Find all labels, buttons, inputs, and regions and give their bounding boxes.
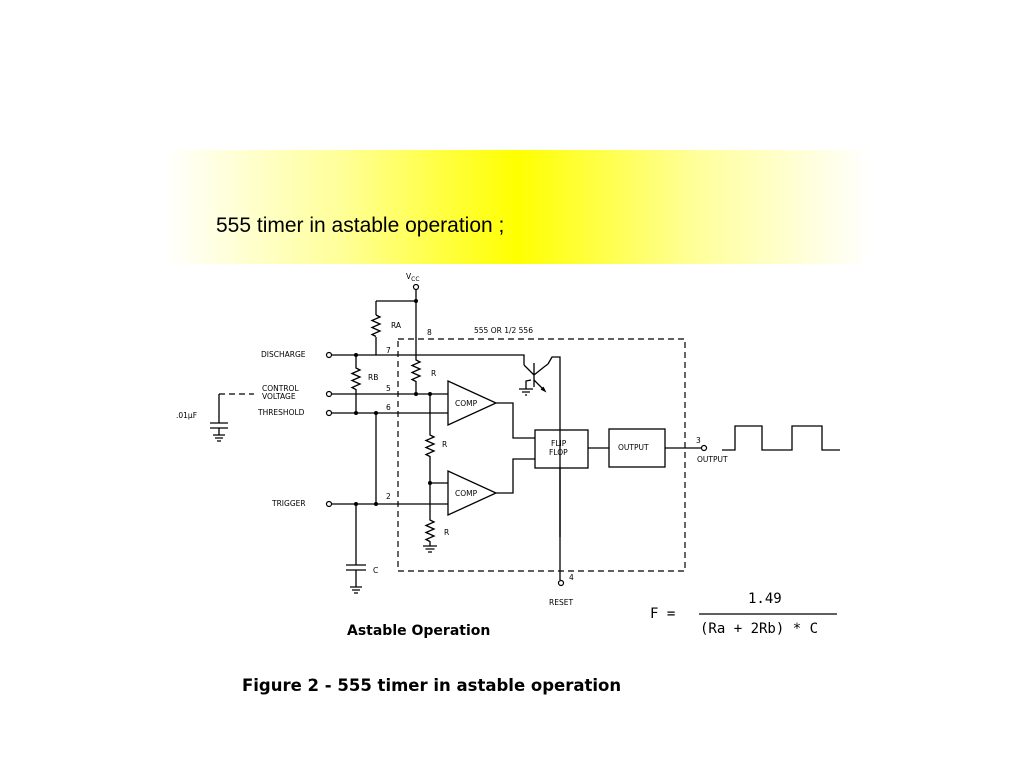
label-cap-c: C: [373, 566, 378, 575]
label-control-2: VOLTAGE: [262, 392, 296, 401]
label-output: OUTPUT: [697, 455, 728, 464]
flip-label-1: FLIP: [551, 439, 567, 448]
label-rb: RB: [368, 373, 378, 382]
comp-top-label: COMP: [455, 399, 478, 408]
vcc-label: VCC: [406, 272, 420, 283]
label-ra: RA: [391, 321, 402, 330]
comp-to-flipflop: [496, 402, 535, 494]
ic-label: 555 OR 1/2 556: [474, 326, 533, 335]
resistor-ra: [370, 314, 382, 338]
threshold-net: [325, 409, 448, 417]
pin-4: 4: [569, 573, 574, 582]
reset-terminal: [557, 579, 565, 587]
label-threshold: THRESHOLD: [257, 408, 305, 417]
comp-bottom-label: COMP: [455, 489, 478, 498]
pin-7: 7: [386, 346, 391, 355]
flip-flop-block: [534, 429, 589, 469]
label-r-mid: R: [442, 440, 447, 449]
vcc-rail: [375, 283, 420, 355]
label-control-1: CONTROL: [262, 384, 299, 393]
label-r-bottom: R: [444, 528, 449, 537]
resistor-rb: [350, 355, 362, 413]
label-cap-01: .01µF: [176, 411, 197, 420]
pin-6: 6: [386, 403, 391, 412]
label-r-top: R: [431, 369, 436, 378]
discharge-net: [325, 351, 561, 537]
output-block-label: OUTPUT: [618, 443, 649, 452]
title-banner: [165, 150, 870, 264]
slide-title: 555 timer in astable operation ;: [216, 214, 505, 237]
output-waveform: [722, 425, 840, 451]
comparator-bottom: [447, 469, 498, 517]
figure-caption: Figure 2 - 555 timer in astable operatio…: [242, 676, 621, 695]
formula-denominator: (Ra + 2Rb) * C: [700, 621, 818, 637]
control-voltage-net: [210, 390, 416, 442]
formula-lhs: F =: [650, 606, 675, 622]
pin-8: 8: [427, 328, 432, 337]
pin-3: 3: [696, 436, 701, 445]
diagram-caption: Astable Operation: [347, 623, 490, 639]
pin-5: 5: [386, 384, 391, 393]
label-discharge: DISCHARGE: [261, 350, 306, 359]
label-reset: RESET: [549, 598, 573, 607]
label-trigger: TRIGGER: [271, 499, 306, 508]
formula-numerator: 1.49: [748, 591, 782, 607]
pin-2: 2: [386, 492, 391, 501]
comparator-top: [447, 379, 498, 427]
trigger-net: [325, 413, 448, 594]
output-terminal: [700, 444, 708, 452]
flip-label-2: FLOP: [549, 448, 568, 457]
internal-divider: [410, 339, 448, 553]
ic-boundary: [397, 338, 686, 572]
